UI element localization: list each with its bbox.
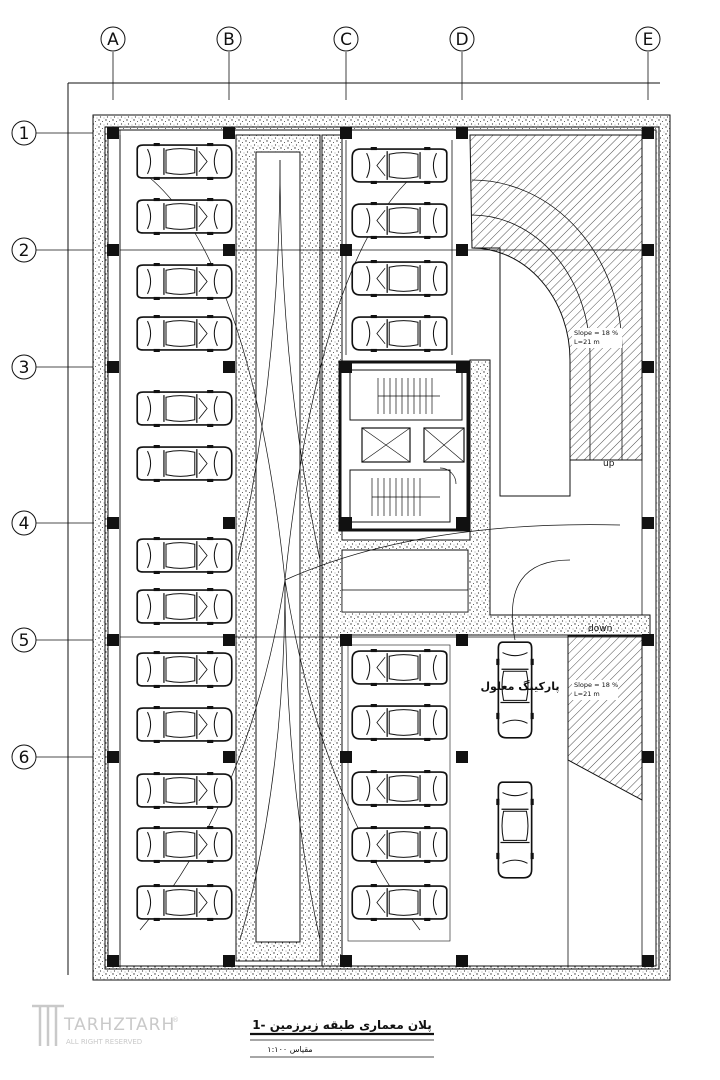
- grid-row-6: 6: [11, 744, 96, 770]
- logo-rights: ALL RIGHT RESERVED: [66, 1038, 142, 1046]
- stall-lines: [119, 135, 453, 960]
- right-gravel-band: [321, 134, 651, 967]
- structural-columns: [107, 127, 654, 967]
- drawing-title: پلان معماری طبقه زیرزمین -1: [252, 1018, 432, 1032]
- stair-lower: [349, 467, 457, 523]
- circulation-lines: [120, 159, 650, 941]
- grid-row-1: 1: [11, 120, 96, 146]
- parked-car: [351, 826, 448, 863]
- down-ramp-label: down: [588, 624, 612, 634]
- parked-car: [136, 588, 233, 625]
- logo-registered: ®: [172, 1016, 179, 1024]
- grid-label-1: 1: [19, 124, 30, 144]
- parking-left-column: [136, 143, 233, 921]
- parked-car: [136, 390, 233, 427]
- parked-car: [351, 649, 448, 686]
- logo-name: TARHZTARH: [63, 1015, 175, 1035]
- grid-row-2: 2: [11, 237, 96, 263]
- up-ramp-length: L=21 m: [574, 338, 600, 346]
- parked-car: [496, 781, 534, 879]
- grid-col-C: C: [333, 26, 359, 100]
- parked-car: [136, 651, 233, 688]
- parked-car: [136, 537, 233, 574]
- up-ramp-slope: Slope = 18 %: [574, 329, 618, 337]
- parked-car: [351, 147, 448, 184]
- accessible-parking-label: پارکینگ معلول: [480, 679, 559, 693]
- up-ramp: Slope = 18 % L=21 m up: [469, 134, 643, 497]
- title-block: پلان معماری طبقه زیرزمین -1 مقیاس ۱:۱۰۰: [250, 1018, 434, 1058]
- parked-car: [136, 445, 233, 482]
- parked-car: [136, 884, 233, 921]
- down-ramp: Slope = 18 % L=21 m down: [567, 624, 643, 966]
- parked-car: [136, 826, 233, 863]
- grid-label-3: 3: [19, 358, 30, 378]
- grid-label-D: D: [455, 30, 468, 50]
- grid-row-markers: 1 2 3 4 5 6: [11, 120, 96, 770]
- grid-row-3: 3: [11, 354, 96, 380]
- grid-row-5: 5: [11, 627, 96, 653]
- down-ramp-slope: Slope = 18 %: [574, 681, 618, 689]
- grid-label-4: 4: [19, 514, 30, 534]
- logo-mark-icon: [32, 1004, 64, 1046]
- grid-column-markers: A B C D E: [100, 26, 661, 100]
- grid-col-E: E: [635, 26, 661, 100]
- grid-label-5: 5: [19, 631, 30, 651]
- parked-car: [351, 315, 448, 352]
- stair-upper: [349, 369, 463, 421]
- parked-car: [136, 315, 233, 352]
- parked-car: [136, 143, 233, 180]
- parked-car: [351, 770, 448, 807]
- parked-car: [136, 706, 233, 743]
- grid-label-E: E: [643, 30, 654, 50]
- grid-col-A: A: [100, 26, 126, 100]
- grid-label-A: A: [107, 30, 119, 50]
- drawing-scale: مقیاس ۱:۱۰۰: [267, 1045, 312, 1054]
- parked-car: [351, 260, 448, 297]
- elevator-right: [423, 427, 465, 463]
- grid-col-D: D: [449, 26, 475, 100]
- grid-label-B: B: [223, 30, 235, 50]
- down-ramp-length: L=21 m: [574, 690, 600, 698]
- grid-label-6: 6: [19, 748, 30, 768]
- elevator-left: [361, 427, 411, 463]
- accessible-parking-zone: پارکینگ معلول: [480, 641, 560, 879]
- parked-car: [351, 704, 448, 741]
- parked-car: [351, 884, 448, 921]
- parked-car: [136, 772, 233, 809]
- grid-label-2: 2: [19, 241, 30, 261]
- parked-car: [136, 198, 233, 235]
- parked-car: [351, 202, 448, 239]
- central-island: [235, 134, 321, 962]
- watermark-logo: TARHZTARH ® ALL RIGHT RESERVED: [32, 1004, 179, 1046]
- grid-col-B: B: [216, 26, 242, 100]
- dimension-frame: [67, 82, 660, 975]
- up-ramp-label: up: [603, 459, 615, 469]
- grid-label-C: C: [340, 30, 352, 50]
- parked-car: [136, 263, 233, 300]
- parking-center-column: [351, 147, 448, 921]
- grid-row-4: 4: [11, 510, 96, 536]
- stair-elevator-core: [338, 360, 470, 532]
